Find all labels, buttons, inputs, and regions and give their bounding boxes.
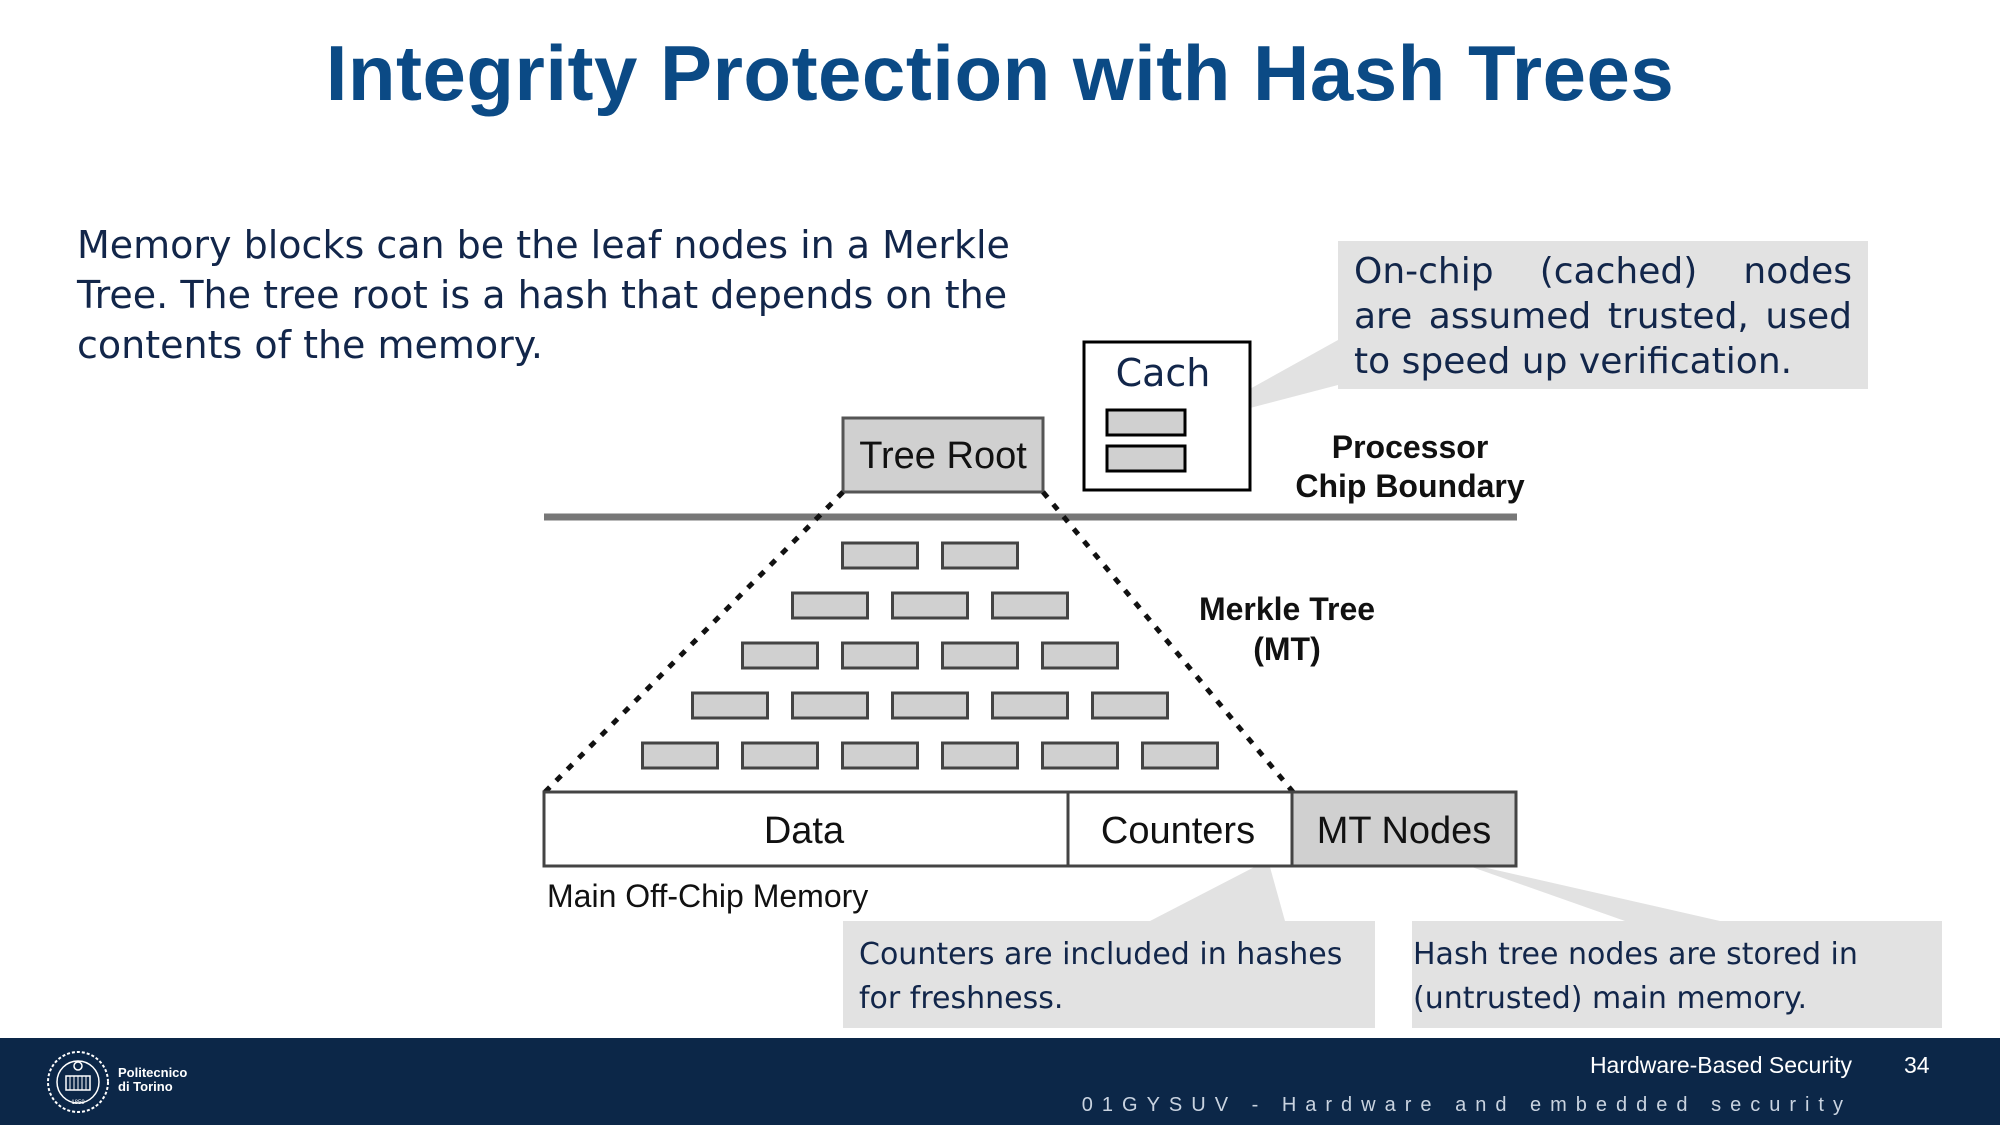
merkle-node — [691, 691, 769, 720]
merkle-node — [991, 591, 1069, 620]
pyramid-edge-right — [1041, 490, 1295, 794]
logo-text: Politecnico di Torino — [118, 1066, 187, 1094]
merkle-node — [1041, 741, 1119, 770]
page-number: 34 — [1904, 1052, 1930, 1078]
footer-course-code: 01GYSUV - Hardware and embedded security — [1081, 1094, 1852, 1116]
cached-node — [1105, 408, 1187, 437]
callout-cache: On-chip (cached) nodes are assumed trust… — [1338, 241, 1868, 389]
memory-data-box — [542, 790, 1070, 868]
merkle-node — [941, 641, 1019, 670]
merkle-node — [841, 541, 919, 570]
merkle-node — [741, 641, 819, 670]
footer-course-name: Hardware-Based Security — [1589, 1052, 1852, 1078]
logo-text-line-2: di Torino — [118, 1079, 173, 1094]
logo-text-line-1: Politecnico — [118, 1065, 188, 1080]
memory-counters-box — [1066, 790, 1294, 868]
tree-root-box — [841, 416, 1045, 494]
callout-mt-nodes: Hash tree nodes are stored in (untrusted… — [1412, 921, 1942, 1028]
merkle-node-layer — [641, 541, 1219, 770]
cached-node — [1105, 444, 1187, 473]
cache-label: Cach — [1116, 351, 1211, 395]
merkle-node — [891, 691, 969, 720]
politecnico-logo-icon: 1859 — [47, 1051, 109, 1113]
merkle-label-1: Merkle Tree — [1199, 591, 1375, 627]
tree-root-label: Tree Root — [859, 435, 1027, 477]
logo-year: 1859 — [71, 1100, 85, 1106]
callout-counters-pointer — [1150, 860, 1285, 921]
merkle-node — [1141, 741, 1219, 770]
callout-mtnodes-pointer — [1452, 860, 1720, 921]
slide-title: Integrity Protection with Hash Trees — [325, 29, 1675, 117]
pyramid-edge-left — [543, 490, 845, 794]
merkle-label-2: (MT) — [1253, 631, 1321, 667]
processor-label-1: Processor — [1332, 429, 1489, 465]
merkle-node — [891, 591, 969, 620]
merkle-node — [841, 741, 919, 770]
merkle-node — [791, 591, 869, 620]
memory-counters-label: Counters — [1101, 810, 1255, 852]
merkle-node — [1091, 691, 1169, 720]
merkle-node — [641, 741, 719, 770]
intro-text: Memory blocks can be the leaf nodes in a… — [77, 223, 1010, 367]
processor-label-2: Chip Boundary — [1295, 468, 1525, 504]
merkle-node — [941, 541, 1019, 570]
memory-mtnodes-label: MT Nodes — [1317, 810, 1492, 852]
merkle-node — [991, 691, 1069, 720]
footer-bar — [0, 1038, 2000, 1125]
memory-mtnodes-box — [1290, 790, 1518, 868]
merkle-node — [741, 741, 819, 770]
merkle-node — [941, 741, 1019, 770]
merkle-node — [791, 691, 869, 720]
main-memory-label: Main Off-Chip Memory — [547, 878, 868, 914]
merkle-node — [841, 641, 919, 670]
merkle-node — [1041, 641, 1119, 670]
callout-counters: Counters are included in hashes for fres… — [843, 921, 1375, 1028]
memory-data-label: Data — [764, 810, 845, 852]
